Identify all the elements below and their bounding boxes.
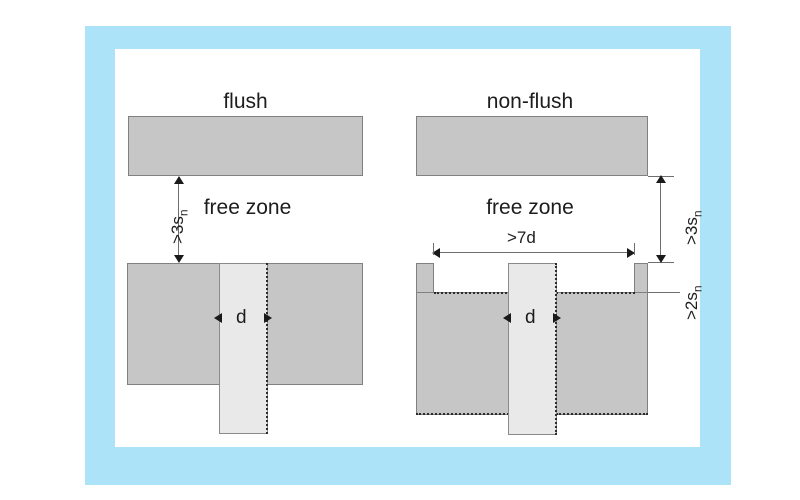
nonflush-sensor-bar-dotted-edge: [555, 263, 557, 435]
flush-clearance-arrow-down-icon: [174, 255, 184, 263]
nonflush-recess-depth-ext-bottom: [648, 292, 680, 293]
nonflush-lower-plate-left: [416, 292, 509, 415]
nonflush-clearance-subscript: n: [690, 210, 705, 218]
flush-diameter-label: d: [236, 307, 247, 328]
nonflush-recess-wall-left: [416, 263, 434, 293]
nonflush-clearance-label: >3sn: [682, 210, 704, 245]
nonflush-recess-width-label: >7d: [507, 228, 536, 247]
nonflush-recess-depth-subscript: n: [690, 285, 705, 293]
nonflush-bottom-dotted-right: [556, 413, 648, 415]
nonflush-recess-depth-label: >2sn: [682, 285, 704, 320]
nonflush-clearance-value: >3s: [682, 217, 701, 245]
nonflush-upper-plate: [416, 116, 648, 176]
flush-lower-plate-right: [264, 263, 363, 385]
flush-sensor-bar: [219, 263, 268, 434]
nonflush-clearance-arrow-down-icon: [656, 255, 666, 263]
nonflush-diameter-label: d: [525, 307, 536, 328]
panel-title-non-flush: non-flush: [486, 90, 574, 113]
flush-free-zone-label: free zone: [203, 196, 292, 219]
nonflush-clearance-arrow-up-icon: [656, 175, 666, 183]
nonflush-recess-width-arrow-right-icon: [627, 248, 635, 258]
nonflush-free-zone-label: free zone: [486, 196, 574, 219]
flush-diameter-arrow-right-icon: [264, 313, 272, 323]
nonflush-recess-depth-value: >2s: [682, 292, 701, 320]
nonflush-sensor-bar: [508, 263, 557, 435]
nonflush-recess-floor-dotted-right: [556, 292, 635, 294]
nonflush-recess-wall-right: [634, 263, 648, 293]
panel-title-flush: flush: [223, 90, 268, 113]
nonflush-clearance-dim-line: [660, 178, 661, 260]
flush-clearance-dim-line: [178, 178, 179, 261]
flush-clearance-value: >3s: [168, 216, 187, 244]
nonflush-lower-plate-right: [556, 292, 648, 415]
flush-clearance-subscript: n: [176, 209, 191, 217]
nonflush-recess-width-dim-line: [434, 252, 634, 253]
nonflush-recess-width-ext-left: [433, 243, 434, 255]
flush-clearance-arrow-up-icon: [174, 176, 184, 184]
nonflush-diameter-arrow-right-icon: [553, 313, 561, 323]
flush-clearance-label: >3sn: [168, 209, 190, 244]
nonflush-recess-floor-dotted-left: [434, 292, 510, 294]
flush-upper-plate: [128, 116, 363, 176]
nonflush-recess-width-ext-right: [634, 243, 635, 255]
flush-lower-plate-left: [127, 263, 223, 385]
nonflush-recess-width-arrow-left-icon: [432, 248, 440, 258]
nonflush-diameter-arrow-left-icon: [503, 313, 511, 323]
flush-diameter-arrow-left-icon: [214, 313, 222, 323]
flush-sensor-bar-dotted-edge: [266, 263, 268, 434]
nonflush-bottom-dotted-left: [416, 413, 509, 415]
